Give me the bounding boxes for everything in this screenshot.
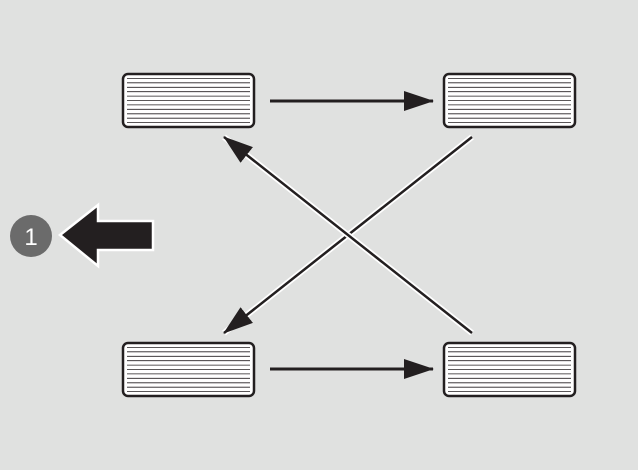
tire-rear-left (121, 341, 256, 398)
direction-arrow-left-icon (58, 202, 155, 269)
rotation-arrows (222, 91, 474, 379)
tire-front-left (121, 72, 256, 129)
callout-number: 1 (24, 224, 37, 251)
tire-rear-right (442, 341, 577, 398)
arrow-rear-right-to-front-left (223, 136, 473, 334)
direction-indicator: 1 (10, 202, 155, 269)
callout-badge (10, 215, 52, 257)
tire-front-right (442, 72, 577, 129)
